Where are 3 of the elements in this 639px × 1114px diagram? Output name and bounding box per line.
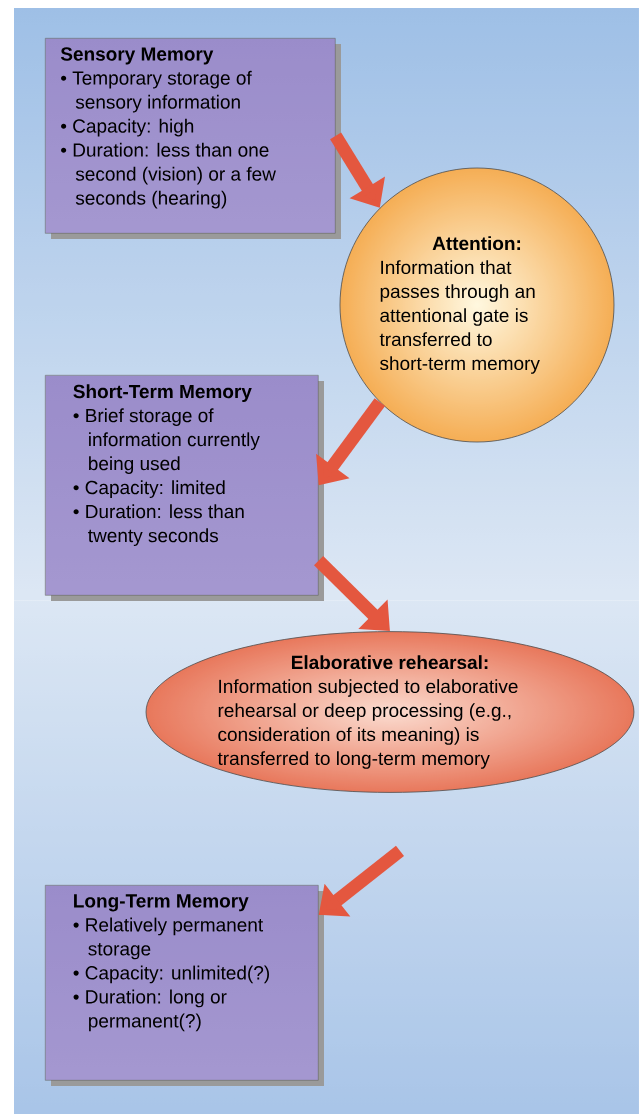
memory-box: Long-Term Memory • Relatively permanent storage • Capacity: unlimited(?) • Duration: long or permanent(?) (45, 885, 324, 1086)
memory-box: Short-Term Memory • Brief storage of information currently being used • Capacity: limited • Duration: less than twenty seconds (45, 375, 324, 601)
memory-box: Sensory Memory • Temporary storage of sensory information • Capacity: high • Duration: less than one second (vision) or a few seconds (hearing) (45, 38, 341, 239)
